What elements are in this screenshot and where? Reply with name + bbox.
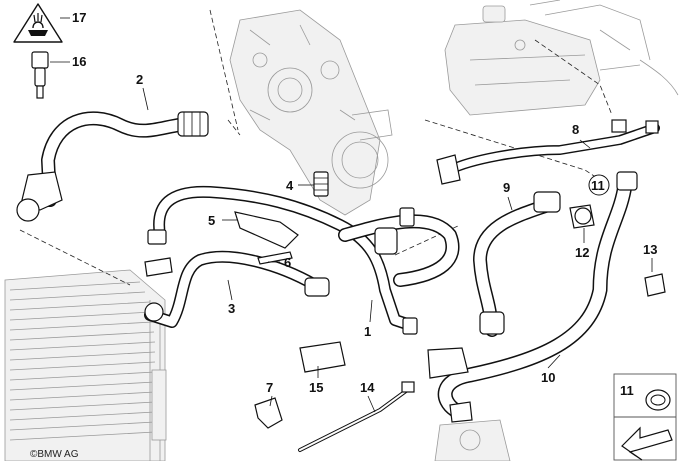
part-4-bleed-screw <box>313 171 329 197</box>
hose-10 <box>427 171 638 423</box>
part-5-bracket <box>234 211 299 249</box>
callout-10: 10 <box>541 370 555 385</box>
callout-13: 13 <box>643 242 657 257</box>
direction-arrow-icon <box>621 426 673 461</box>
callout-6: 6 <box>284 255 291 270</box>
hose-8 <box>436 119 660 185</box>
water-pump-ghost <box>434 419 511 461</box>
callout-9: 9 <box>503 180 510 195</box>
callouts: 17 16 2 4 5 6 3 1 8 9 11 12 13 10 14 7 1… <box>72 10 657 398</box>
part-12-clamp <box>574 207 592 225</box>
hose-1 <box>147 185 460 335</box>
callout-16: 16 <box>72 54 86 69</box>
part-14-cable-tie <box>298 381 415 452</box>
callout-17: 17 <box>72 10 86 25</box>
hose-9-clamp-bottom <box>479 311 505 335</box>
hose-2-flange <box>16 198 40 222</box>
callout-leaders <box>50 17 653 413</box>
hose-1-clamp <box>374 227 398 255</box>
hose-8-elbow <box>436 154 461 185</box>
hose-3-clamp-right <box>304 277 330 297</box>
hose-10-end <box>449 401 473 423</box>
callout-11: 11 <box>591 178 605 193</box>
hose-3-clamp-left <box>144 302 164 322</box>
part-13-hose-clip <box>644 273 666 297</box>
callout-12: 12 <box>575 245 589 260</box>
part-7-clip <box>254 397 283 429</box>
callout-5: 5 <box>208 213 215 228</box>
expansion-tank-ghost <box>444 0 679 116</box>
hose-8-coupling <box>611 119 627 133</box>
hose-3 <box>144 250 330 328</box>
legend-box <box>613 373 677 461</box>
hose-10-clamp-bottom <box>427 347 469 379</box>
part-17-warning-sticker <box>13 3 63 43</box>
callout-8: 8 <box>572 122 579 137</box>
hose-1-end-right <box>402 317 418 335</box>
hose-3-tee <box>144 257 173 277</box>
callout-15: 15 <box>309 380 323 395</box>
callout-14: 14 <box>360 380 375 395</box>
hose-8-end <box>645 120 659 134</box>
callout-11-circle <box>588 174 610 196</box>
hose-9-clamp-top <box>533 191 561 213</box>
part-6-screw <box>257 251 293 265</box>
hose-2-clamp <box>177 111 209 137</box>
hose-1-end-left <box>147 229 167 245</box>
callout-7: 7 <box>266 380 273 395</box>
hose-9 <box>473 191 561 337</box>
engine-block-ghost <box>229 9 393 216</box>
part-15-holder <box>299 341 346 373</box>
copyright-notice: ©BMW AG <box>30 449 79 460</box>
callout-1: 1 <box>364 324 371 339</box>
callout-3: 3 <box>228 301 235 316</box>
part-16-temperature-sensor <box>31 51 49 99</box>
legend-callout-11: 11 <box>620 383 634 398</box>
radiator-ghost <box>4 269 167 461</box>
hose-2 <box>16 111 209 222</box>
hose-10-clamp-top <box>616 171 638 191</box>
callout-2: 2 <box>136 72 143 87</box>
hose-1-nipple <box>399 207 415 227</box>
callout-4: 4 <box>286 178 294 193</box>
